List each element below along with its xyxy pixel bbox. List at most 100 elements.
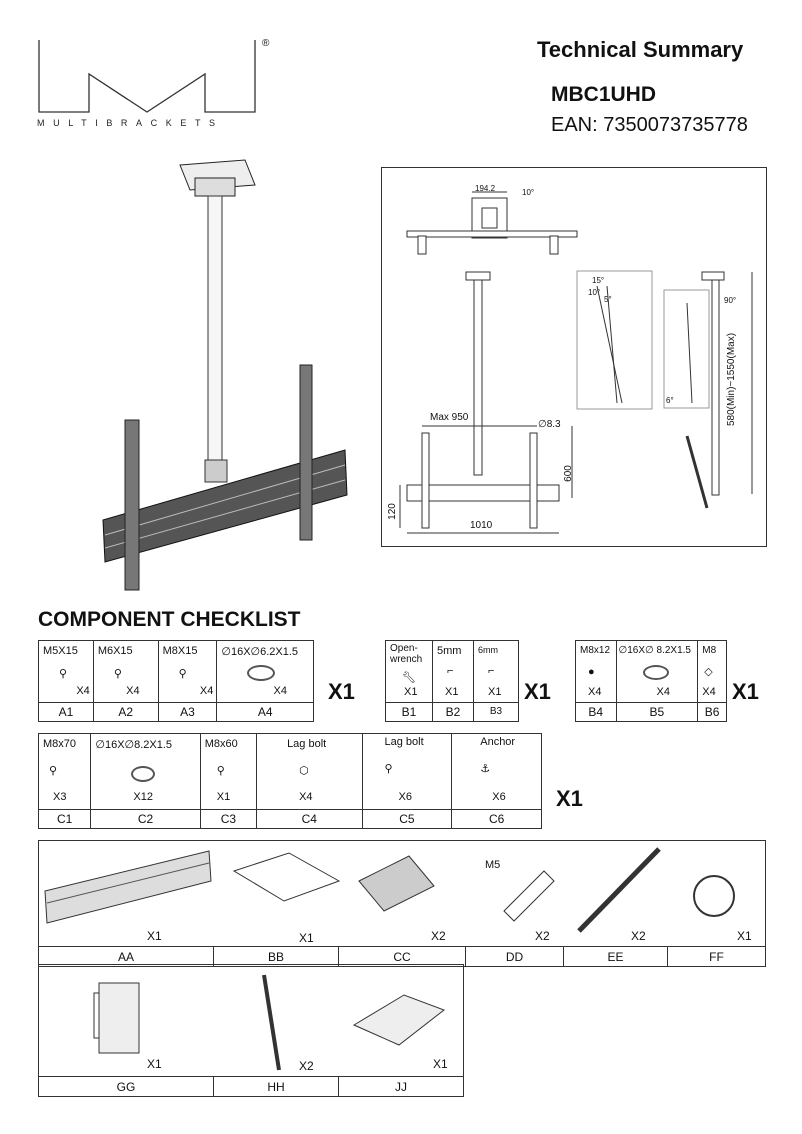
bolt-icon: ⚲ — [49, 765, 58, 777]
registered-mark: ® — [262, 38, 270, 49]
item-c1: M8x70⚲X3 — [37, 733, 92, 810]
item-spec: 5mm — [437, 645, 462, 657]
item-qty: X4 — [273, 685, 287, 697]
part-code: BB — [214, 947, 339, 967]
item-a3: M8X15⚲X4 — [157, 640, 218, 703]
part-qty: X2 — [431, 929, 446, 943]
part-qty: X1 — [737, 929, 752, 943]
hex-key-icon: ⌐ — [447, 665, 454, 677]
dim-max-950: Max 950 — [430, 412, 469, 423]
page-title: Technical Summary — [537, 37, 744, 62]
logo-wordmark: MULTIBRACKETS — [37, 118, 224, 128]
item-qty: X4 — [702, 686, 716, 698]
item-spec: M5X15 — [43, 645, 78, 657]
item-code: C5 — [361, 809, 453, 829]
item-code: A1 — [38, 702, 94, 722]
part-code: EE — [564, 947, 668, 967]
screw-icon: ⚲ — [178, 668, 187, 680]
part-qty: X2 — [299, 1059, 314, 1073]
item-code: C1 — [37, 809, 92, 829]
group-c-multiplier: X1 — [556, 786, 583, 811]
part-code: CC — [339, 947, 466, 967]
group-b2-multiplier: X1 — [732, 679, 759, 704]
item-spec: Open- wrench — [390, 643, 423, 665]
dim-hole-diameter: ∅8.3 — [538, 419, 561, 430]
item-spec: M8 — [702, 645, 717, 656]
part-qty: X1 — [147, 929, 162, 943]
dim-120: 120 — [386, 503, 398, 520]
item-spec: ∅16X∅6.2X1.5 — [221, 646, 299, 658]
item-qty: X1 — [488, 686, 502, 698]
group-a-multiplier: X1 — [328, 679, 355, 704]
item-qty: X12 — [133, 791, 153, 803]
item-code: B1 — [385, 702, 433, 722]
item-qty: X4 — [656, 686, 670, 698]
dim-height-range: 580(Min)~1550(Max) — [726, 332, 738, 427]
part-code: HH — [214, 1077, 339, 1097]
hex-key-icon: ⌐ — [488, 665, 495, 677]
parts-row-2-drawings — [93, 974, 446, 1071]
item-code: B6 — [697, 702, 727, 722]
item-b2: 5mm⌐X1 — [432, 640, 474, 703]
washer-icon — [642, 665, 669, 680]
part-code: DD — [466, 947, 564, 967]
item-spec: 6mm — [478, 645, 498, 655]
item-code: A3 — [157, 702, 218, 722]
part-code: GG — [39, 1077, 214, 1097]
item-qty: X1 — [404, 686, 418, 698]
item-code: B5 — [615, 702, 699, 722]
item-b3: 6mm ⌐ X1 — [473, 640, 519, 703]
item-c6: Anchor⚓︎X6 — [451, 733, 542, 810]
item-spec: M8X15 — [162, 645, 198, 657]
item-a1: M5X15⚲X4 — [38, 640, 94, 703]
bolt-icon: ⚲ — [216, 765, 225, 777]
item-spec: Lag bolt — [384, 736, 424, 748]
item-spec: Lag bolt — [287, 738, 327, 750]
part-qty: X1 — [433, 1057, 448, 1071]
nut-icon: ⬡ — [299, 765, 309, 777]
product-image — [102, 159, 348, 591]
item-qty: X4 — [299, 791, 313, 803]
wrench-icon: 🔧︎ — [402, 672, 416, 684]
parts-row-2-codes: GG HH JJ — [39, 1076, 463, 1097]
item-qty: X4 — [588, 686, 602, 698]
item-spec: M8x60 — [204, 738, 238, 750]
parts-row-2: X1 X2 X1 GG HH JJ — [38, 964, 464, 1097]
item-b4: M8x12●X4 — [575, 640, 617, 703]
item-code: A4 — [216, 702, 314, 722]
screw-icon: ⚲ — [59, 668, 68, 680]
dimension-drawing — [399, 191, 753, 534]
part-qty: X2 — [535, 929, 550, 943]
dim-tilt-10: 10° — [588, 288, 601, 297]
parts-row-1-drawings — [44, 847, 735, 933]
item-spec: ∅16X∅8.2X1.5 — [95, 739, 173, 751]
nut-icon: ◇ — [704, 666, 713, 678]
part-qty: X2 — [631, 929, 646, 943]
dim-rotate-90: 90° — [724, 296, 737, 305]
item-qty: X6 — [398, 791, 412, 803]
group-b-multiplier: X1 — [524, 679, 551, 704]
item-code: A2 — [92, 702, 159, 722]
part-code: AA — [39, 947, 214, 967]
item-spec: Anchor — [480, 736, 516, 748]
item-b6: M8 ◇ X4 — [697, 640, 727, 703]
dim-width-plate: 194.2 — [475, 184, 496, 193]
checklist-title: COMPONENT CHECKLIST — [38, 608, 301, 631]
dim-tilt-6: 6° — [666, 396, 674, 405]
brand-logo: ® MULTIBRACKETS — [37, 38, 277, 133]
part-qty: X1 — [147, 1057, 162, 1071]
part-qty: X1 — [299, 931, 314, 945]
screw-icon: ⚲ — [113, 668, 122, 680]
dim-tilt-15: 15° — [592, 276, 605, 285]
model-number: MBC1UHD — [551, 83, 656, 106]
item-a2: M6X15⚲X4 — [92, 640, 159, 703]
item-code: B4 — [575, 702, 617, 722]
item-code: C2 — [90, 809, 201, 829]
part-code: JJ — [395, 1080, 407, 1094]
item-b1: Open- wrench 🔧︎ X1 — [385, 640, 433, 703]
